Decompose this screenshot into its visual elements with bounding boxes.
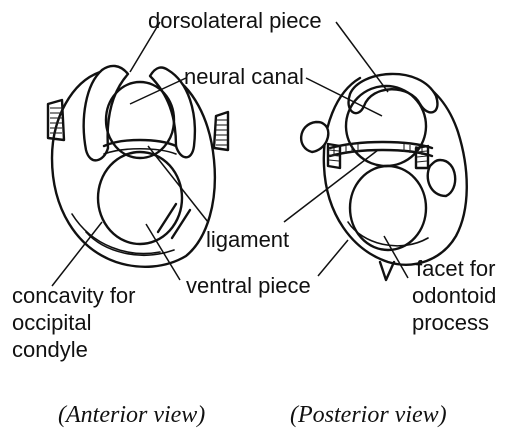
label-ligament: ligament (206, 227, 289, 252)
caption-posterior-view: (Posterior view) (290, 402, 447, 428)
posterior-view-drawing (301, 74, 467, 280)
label-facet-line-2: odontoid (412, 283, 496, 308)
caption-anterior-view: (Anterior view) (58, 402, 205, 428)
label-facet-line-3: process (412, 310, 489, 335)
label-concavity-line-3: condyle (12, 337, 88, 362)
label-concavity-line-1: concavity for (12, 283, 136, 308)
label-concavity-line-2: occipital (12, 310, 91, 335)
label-facet-line-1: facet for (416, 256, 495, 281)
label-dorsolateral-piece: dorsolateral piece (148, 8, 322, 33)
label-neural-canal: neural canal (184, 64, 304, 89)
anterior-view-drawing (48, 66, 228, 267)
label-ventral-piece: ventral piece (186, 273, 311, 298)
